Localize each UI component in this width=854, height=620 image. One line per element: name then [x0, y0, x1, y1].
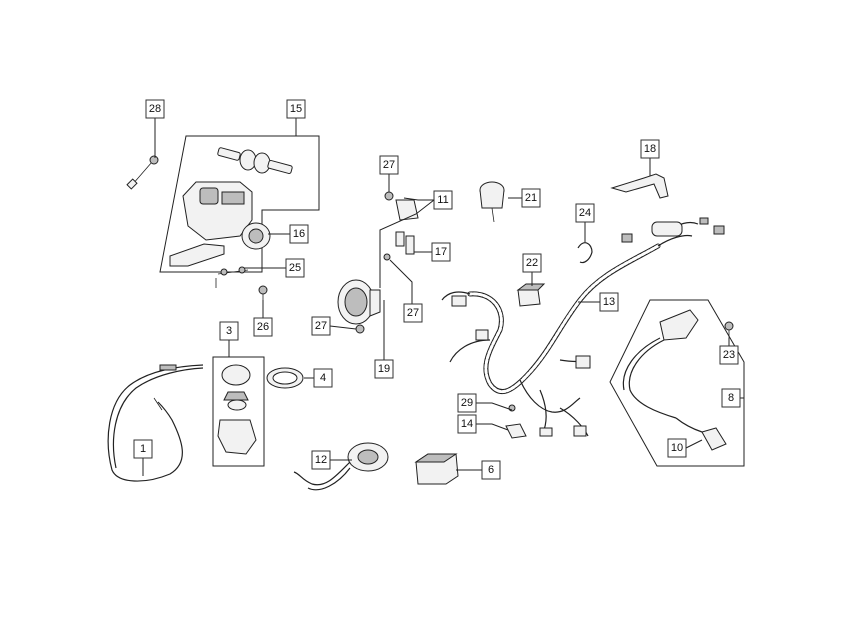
relay-part-22	[516, 283, 546, 307]
horn-part-19	[337, 279, 381, 325]
callout-label: 23	[723, 349, 735, 361]
connector-part-12	[293, 442, 389, 491]
callout-label: 21	[525, 192, 537, 204]
callout-label: 28	[149, 103, 161, 115]
callout-27: 27	[311, 316, 331, 336]
callout-27: 27	[403, 303, 423, 323]
callout-1: 1	[133, 439, 153, 459]
key-icon	[253, 152, 293, 175]
callout-label: 26	[257, 321, 269, 333]
bolt-part-28	[126, 155, 159, 190]
callout-label: 27	[407, 307, 419, 319]
seat-lock-part-3	[217, 364, 257, 455]
connector-part-17	[395, 231, 415, 255]
ignition-lock-part-15	[169, 147, 293, 267]
screw-part-26	[258, 285, 268, 300]
callout-17: 17	[431, 242, 451, 262]
callout-26: 26	[253, 317, 273, 337]
callout-label: 11	[437, 194, 448, 206]
callout-21: 21	[521, 188, 541, 208]
bolt-part-27	[383, 253, 391, 261]
callout-label: 15	[290, 103, 302, 115]
bolt-part-27	[355, 324, 365, 334]
callout-label: 10	[671, 442, 683, 454]
callout-label: 25	[289, 262, 301, 274]
relay-part-11	[395, 199, 419, 221]
callout-label: 1	[140, 443, 146, 455]
callout-label: 29	[461, 397, 473, 409]
callout-25: 25	[285, 258, 305, 278]
callout-28: 28	[145, 99, 165, 119]
callout-22: 22	[522, 253, 542, 273]
callout-8: 8	[721, 388, 741, 408]
lock-cylinder-part-16	[241, 222, 271, 250]
callout-label: 27	[315, 320, 327, 332]
callout-11: 11	[433, 190, 453, 210]
wiring-harness-part-13	[441, 217, 725, 437]
ring-part-4	[266, 367, 304, 389]
callout-19: 19	[374, 359, 394, 379]
callout-label: 8	[728, 392, 734, 404]
callout-3: 3	[219, 321, 239, 341]
callout-27: 27	[379, 155, 399, 175]
callout-10: 10	[667, 438, 687, 458]
bolt-part-27	[384, 191, 394, 201]
seat-lock-group-frame	[212, 356, 265, 467]
callout-label: 17	[435, 246, 447, 258]
callout-24: 24	[575, 203, 595, 223]
switch-part-8	[622, 309, 699, 419]
cable-part-1	[107, 364, 204, 482]
callout-label: 3	[226, 325, 232, 337]
callout-12: 12	[311, 450, 331, 470]
callout-label: 13	[603, 296, 615, 308]
connector-part-14	[505, 423, 527, 439]
callout-label: 4	[320, 372, 326, 384]
callout-label: 27	[383, 159, 395, 171]
callout-15: 15	[286, 99, 306, 119]
callout-6: 6	[481, 460, 501, 480]
callout-4: 4	[313, 368, 333, 388]
callout-29: 29	[457, 393, 477, 413]
screw-part-25	[215, 266, 249, 288]
callout-18: 18	[640, 139, 660, 159]
clip-part-24	[577, 242, 593, 264]
bracket-part-18	[610, 173, 669, 199]
socket-part-21	[479, 181, 505, 223]
callout-13: 13	[599, 292, 619, 312]
callout-label: 16	[293, 228, 305, 240]
plug-part-10	[675, 417, 727, 451]
screw-part-23	[724, 321, 734, 338]
ignition-group-frame	[159, 135, 320, 273]
callout-label: 24	[579, 207, 591, 219]
callout-label: 6	[488, 464, 494, 476]
regulator-part-6	[414, 453, 459, 485]
callout-16: 16	[289, 224, 309, 244]
callout-label: 19	[378, 363, 390, 375]
callout-label: 18	[644, 143, 656, 155]
callout-14: 14	[457, 414, 477, 434]
callout-label: 22	[526, 257, 538, 269]
callout-label: 14	[461, 418, 473, 430]
key-icon	[217, 147, 257, 171]
horn-switch-group-frame	[609, 299, 745, 467]
callout-label: 12	[315, 454, 327, 466]
connector-part-29	[508, 404, 516, 412]
leader-lines	[142, 118, 744, 476]
callout-23: 23	[719, 345, 739, 365]
